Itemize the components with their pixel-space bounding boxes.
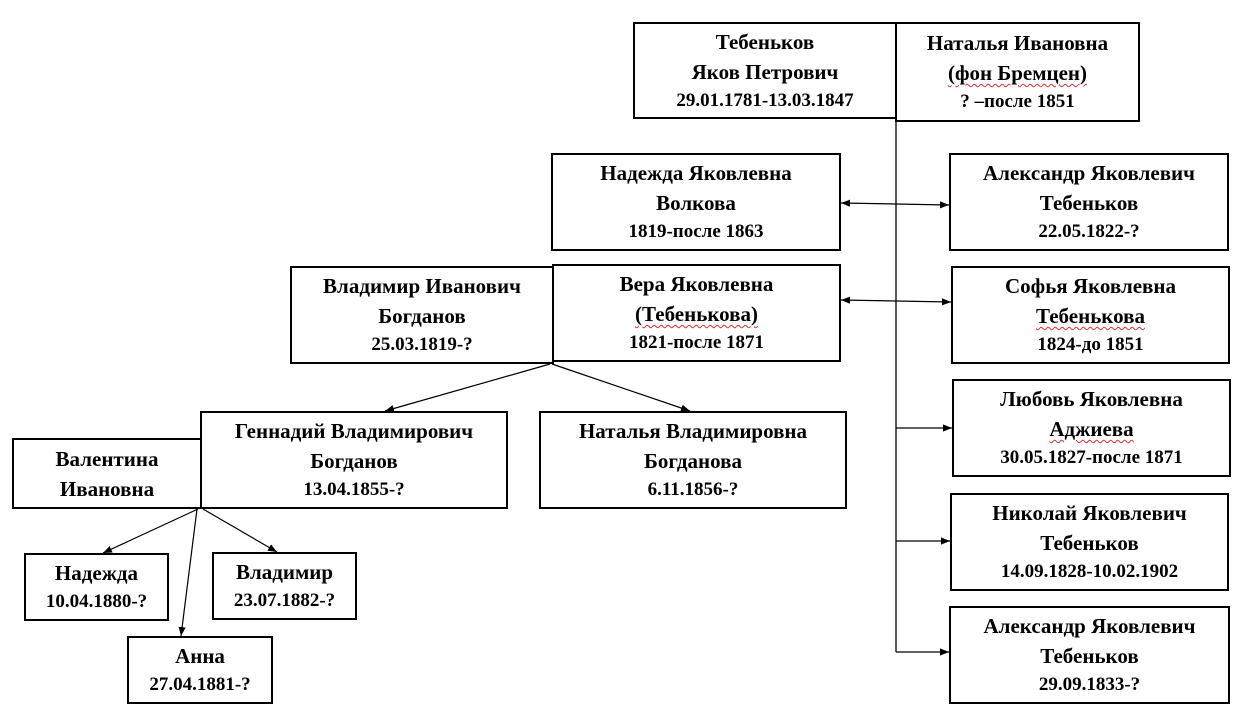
person-dates: 23.07.1882-?	[233, 590, 336, 611]
person-dates: 1819-после 1863	[628, 221, 764, 242]
person-dates: 1824-до 1851	[1037, 334, 1144, 355]
person-box-nikolai[interactable]: Николай Яковлевич Тебеньков 14.09.1828-1…	[950, 493, 1229, 591]
arrow-to-vladimir-g	[202, 508, 278, 553]
person-dates: 25.03.1819-?	[371, 334, 473, 355]
person-name: Тебеньков	[715, 29, 815, 54]
person-box-lyubov[interactable]: Любовь Яковлевна Аджиева 30.05.1827-посл…	[952, 379, 1231, 477]
person-name: Надежда	[54, 561, 139, 585]
person-name: Наталья Ивановна	[926, 31, 1109, 55]
person-name: Николай Яковлевич	[992, 501, 1187, 525]
person-name: Владимир	[235, 560, 334, 584]
person-box-vera[interactable]: Вера Яковлевна (Тебенькова) 1821-после 1…	[552, 264, 841, 362]
person-name: Владимир Иванович	[323, 274, 521, 298]
person-box-alexandr-1822[interactable]: Александр Яковлевич Тебеньков 22.05.1822…	[949, 153, 1229, 251]
person-dates: 13.04.1855-?	[303, 479, 405, 500]
person-name: Геннадий Владимирович	[234, 419, 474, 443]
person-box-yakov[interactable]: Тебеньков Яков Петрович 29.01.1781-13.03…	[633, 22, 897, 119]
person-box-gennadiy[interactable]: Геннадий Владимирович Богданов 13.04.185…	[200, 411, 508, 509]
person-dates: 29.01.1781-13.03.1847	[676, 89, 854, 111]
person-name: Тебеньков	[1040, 531, 1139, 555]
person-name: Богданова	[644, 449, 742, 473]
person-dates: 29.09.1833-?	[1038, 674, 1141, 695]
person-name: Аджиева	[1049, 417, 1134, 441]
person-box-nadezhda-yakovlevna[interactable]: Надежда Яковлевна Волкова 1819-после 186…	[551, 153, 841, 251]
person-box-vladimir-ivanovich[interactable]: Владимир Иванович Богданов 25.03.1819-?	[290, 266, 554, 364]
person-box-sofya[interactable]: Софья Яковлевна Тебенькова 1824-до 1851	[951, 266, 1230, 364]
person-name: Богданов	[310, 449, 398, 473]
person-dates: 1821-после 1871	[628, 332, 765, 353]
person-dates: ? –после 1851	[960, 91, 1075, 112]
person-dates: 10.04.1880-?	[45, 591, 148, 612]
person-name: Анна	[175, 644, 225, 668]
person-dates: 30.05.1827-после 1871	[1000, 447, 1183, 468]
person-name: Тебенькова	[1036, 304, 1145, 328]
person-dates: 14.09.1828-10.02.1902	[1000, 561, 1179, 582]
person-name: Любовь Яковлевна	[1000, 387, 1183, 411]
person-box-valentina[interactable]: Валентина Ивановна	[12, 438, 202, 509]
person-name: (фон Бремцен)	[947, 61, 1088, 85]
person-name: Волкова	[656, 191, 736, 215]
arrow-to-vera-and-sofya	[840, 296, 952, 306]
person-name: (Тебенькова)	[635, 302, 758, 326]
arrow-to-nadezhda-g	[102, 508, 199, 554]
person-box-vladimir-gennadievich[interactable]: Владимир 23.07.1882-?	[212, 552, 357, 620]
person-name: Александр Яковлевич	[983, 161, 1195, 185]
person-name: Софья Яковлевна	[1005, 274, 1176, 298]
arrow-to-gennadiy	[384, 363, 551, 412]
person-name: Богданов	[378, 304, 466, 328]
person-name: Валентина	[55, 446, 159, 471]
person-name: Вера Яковлевна	[619, 272, 774, 296]
person-box-alexandr-1833[interactable]: Александр Яковлевич Тебеньков 29.09.1833…	[949, 606, 1230, 704]
person-box-nadezhda-gennadievna[interactable]: Надежда 10.04.1880-?	[24, 553, 169, 621]
person-box-natalya-vladimirovna[interactable]: Наталья Владимировна Богданова 6.11.1856…	[539, 411, 847, 509]
person-dates: 6.11.1856-?	[647, 479, 739, 500]
arrow-to-anna	[178, 508, 198, 637]
person-name: Тебеньков	[1040, 644, 1139, 668]
person-name: Тебеньков	[1039, 191, 1139, 215]
person-name: Яков Петрович	[691, 59, 839, 84]
person-box-anna[interactable]: Анна 27.04.1881-?	[127, 636, 273, 704]
person-name: Надежда Яковлевна	[600, 161, 792, 185]
person-name: Наталья Владимировна	[578, 419, 808, 443]
arrow-to-natalya-v	[551, 363, 691, 412]
person-dates: 22.05.1822-?	[1038, 221, 1140, 242]
person-box-natalya-ivanovna[interactable]: Наталья Ивановна (фон Бремцен) ? –после …	[895, 22, 1140, 122]
person-name: Ивановна	[59, 476, 155, 501]
person-dates: 27.04.1881-?	[149, 674, 251, 695]
person-name: Александр Яковлевич	[983, 614, 1196, 638]
arrow-to-nadezhda-and-alexandr	[840, 199, 950, 209]
